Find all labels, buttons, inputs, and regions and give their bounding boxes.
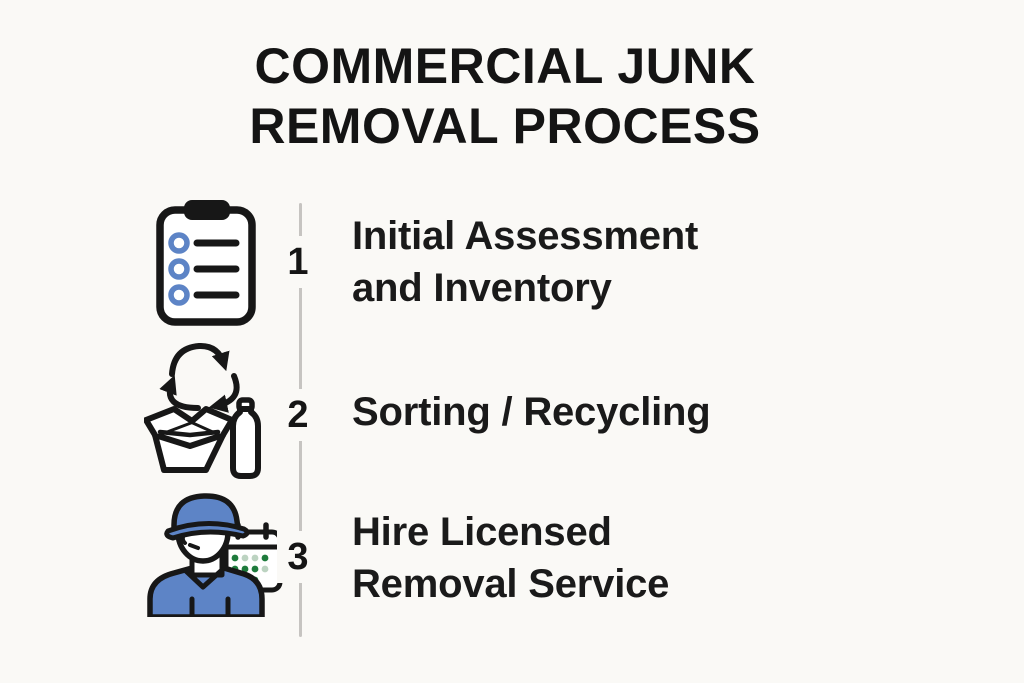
step-label-2: Sorting / Recycling bbox=[352, 386, 711, 438]
worker-subicon bbox=[147, 493, 265, 617]
step-label-1: Initial Assessment and Inventory bbox=[352, 210, 698, 314]
step-label-3: Hire Licensed Removal Service bbox=[352, 506, 669, 610]
step-label-2-line-1: Sorting / Recycling bbox=[352, 390, 711, 434]
step-label-1-line-1: Initial Assessment bbox=[352, 214, 699, 258]
step-number-2: 2 bbox=[277, 389, 319, 441]
page-title-line-2: REMOVAL PROCESS bbox=[249, 98, 761, 154]
page-title-line-1: COMMERCIAL JUNK bbox=[254, 38, 756, 94]
clipboard-checklist-icon bbox=[156, 200, 256, 326]
step-number-1: 1 bbox=[277, 236, 319, 288]
worker-calendar-icon bbox=[147, 493, 283, 617]
step-label-3-line-2: Removal Service bbox=[352, 562, 670, 606]
page-title: COMMERCIAL JUNK REMOVAL PROCESS bbox=[0, 36, 1017, 156]
recycle-box-bottle-icon bbox=[144, 342, 261, 479]
step-label-3-line-1: Hire Licensed bbox=[352, 510, 612, 554]
step-number-3: 3 bbox=[277, 531, 319, 583]
step-label-1-line-2: and Inventory bbox=[352, 266, 612, 310]
